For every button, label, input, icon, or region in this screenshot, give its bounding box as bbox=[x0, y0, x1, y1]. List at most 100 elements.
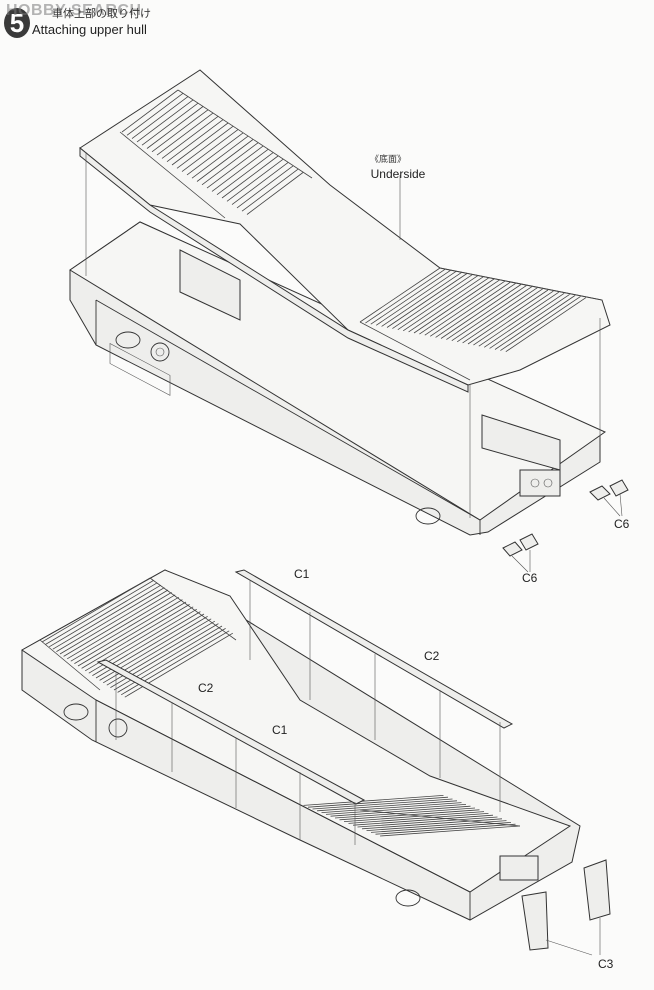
grille-slat bbox=[231, 162, 289, 205]
grille-slat bbox=[171, 122, 229, 166]
grille-slat bbox=[325, 804, 467, 815]
grille-slat bbox=[156, 112, 214, 156]
step-title-jp: 車体上部の取り付け bbox=[52, 8, 151, 20]
grille-slat bbox=[191, 135, 249, 179]
grille-slat bbox=[151, 109, 209, 153]
grille-slat bbox=[201, 142, 259, 186]
grille-slat bbox=[66, 594, 176, 660]
grille-slat bbox=[70, 596, 180, 662]
interior-bulkhead bbox=[179, 249, 241, 321]
grille-slat bbox=[312, 798, 453, 810]
grille-slat bbox=[216, 152, 274, 196]
step-header: 5 HOBBY SEARCH 車体上部の取り付け Attaching upper… bbox=[0, 0, 300, 46]
callout-c6-right: C6 bbox=[614, 517, 630, 531]
sprocket-bottom-left bbox=[108, 718, 128, 738]
grille-slat bbox=[435, 283, 516, 338]
grille-slat bbox=[375, 270, 457, 326]
grille-slat bbox=[473, 290, 554, 346]
step-title-en: Attaching upper hull bbox=[32, 22, 147, 37]
callout-c6-left: C6 bbox=[522, 571, 538, 585]
grille-slat bbox=[375, 823, 516, 835]
rear-plate-bottom bbox=[499, 855, 539, 881]
grille-slat bbox=[370, 269, 452, 325]
part-c6-left bbox=[502, 533, 539, 573]
grille-slat bbox=[236, 165, 294, 209]
grille-slat bbox=[462, 288, 543, 344]
grille-slat bbox=[505, 297, 587, 353]
grille-slat bbox=[456, 287, 538, 343]
watermark-logo: HOBBY SEARCH bbox=[6, 2, 142, 19]
grille-slat bbox=[321, 802, 462, 813]
mount-left bbox=[115, 331, 141, 349]
grille-slat bbox=[381, 272, 462, 327]
grille-slat bbox=[221, 155, 279, 199]
grille-slat bbox=[483, 292, 565, 348]
grille-slat bbox=[196, 139, 254, 182]
grille-slat bbox=[74, 599, 183, 664]
grille-slat bbox=[186, 132, 244, 176]
grille-slat bbox=[45, 580, 154, 645]
grille-slat bbox=[408, 277, 489, 333]
mount-bottom-left bbox=[63, 703, 89, 721]
grille-slat bbox=[84, 606, 194, 672]
grille-slat bbox=[361, 818, 503, 830]
grille-slat bbox=[226, 158, 284, 202]
grille-slat bbox=[131, 96, 189, 139]
front-grille bbox=[119, 89, 313, 219]
rail-c1-lower bbox=[96, 659, 366, 845]
grille-slat bbox=[446, 285, 527, 340]
grille-slat bbox=[141, 102, 199, 146]
callout-c2-left: C2 bbox=[198, 681, 214, 695]
grille-slat bbox=[63, 592, 172, 657]
grille-slat bbox=[343, 811, 485, 822]
grille-slat bbox=[359, 267, 441, 323]
mount-right bbox=[415, 507, 441, 525]
grille-slat bbox=[352, 814, 494, 826]
grille-slat bbox=[419, 279, 500, 335]
underside-label-jp: 《底面》 bbox=[370, 153, 406, 164]
grille-slat bbox=[146, 106, 204, 149]
underside-label: Underside bbox=[371, 167, 426, 181]
sprocket-left bbox=[150, 342, 170, 362]
grille-slat bbox=[330, 805, 471, 817]
grille-slat bbox=[467, 289, 549, 345]
grille-slat bbox=[48, 582, 158, 648]
upper-hull-edge bbox=[79, 146, 469, 393]
grille-slat bbox=[357, 816, 498, 828]
step-number-badge: 5 bbox=[4, 8, 30, 38]
callout-c2-right: C2 bbox=[424, 649, 440, 663]
bottom-assembly: C1 C2 C2 C1 C3 bbox=[21, 567, 614, 971]
grille-slat bbox=[413, 278, 495, 334]
grille-slat bbox=[386, 273, 468, 328]
grille-slat bbox=[348, 813, 489, 824]
grille-slat bbox=[489, 294, 570, 349]
callout-c1-bottom: C1 bbox=[272, 723, 288, 737]
grille-slat bbox=[478, 291, 560, 347]
grille-slat bbox=[379, 825, 521, 837]
grille-slat bbox=[402, 276, 484, 332]
top-assembly: 《底面》 Underside C6 C6 bbox=[69, 69, 630, 585]
callout-c3: C3 bbox=[598, 957, 614, 971]
grille-slat bbox=[161, 116, 219, 159]
grille-slat bbox=[339, 809, 480, 821]
rear-grille-bottom bbox=[303, 795, 521, 837]
grille-slat bbox=[370, 822, 512, 833]
part-c6-right bbox=[589, 479, 629, 517]
grille-slat bbox=[440, 284, 522, 339]
grille-slat bbox=[500, 296, 581, 351]
grille-slat bbox=[429, 281, 511, 337]
grille-slat bbox=[176, 125, 234, 169]
rear-grille bbox=[359, 267, 603, 381]
grille-slat bbox=[307, 796, 449, 808]
grille-slat bbox=[56, 587, 165, 652]
grille-slat bbox=[494, 295, 576, 350]
grille-slat bbox=[397, 275, 479, 331]
rail-c1-upper bbox=[234, 569, 514, 812]
rear-plate bbox=[519, 469, 561, 497]
grille-slat bbox=[451, 286, 533, 342]
grille-slat bbox=[392, 274, 473, 329]
grille-slat bbox=[59, 589, 169, 655]
grille-slat bbox=[334, 807, 476, 819]
grille-slat bbox=[211, 149, 269, 192]
